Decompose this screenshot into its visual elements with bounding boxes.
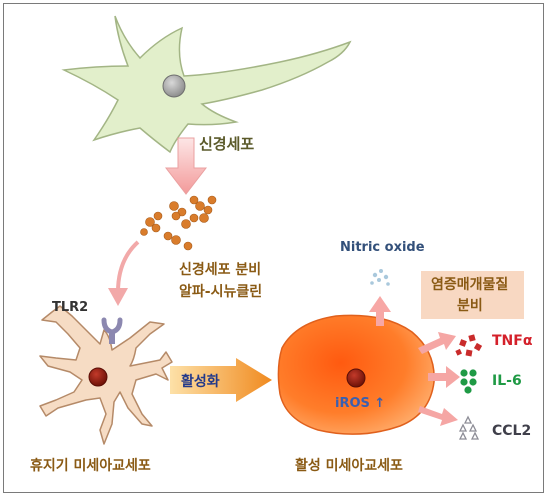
mediator-box bbox=[421, 271, 524, 319]
tnfa-dots bbox=[455, 334, 483, 357]
secreted-label-line2: 알파-시뉴클린 bbox=[179, 284, 263, 300]
il6-label: IL-6 bbox=[492, 373, 522, 389]
increase-arrow-icon: ↑ bbox=[374, 396, 386, 411]
secretion-arrow bbox=[164, 137, 208, 195]
il6-dots bbox=[460, 369, 477, 394]
no-arrow bbox=[369, 296, 391, 326]
alpha-synuclein-dots bbox=[140, 195, 217, 251]
activation-label: 활성화 bbox=[181, 374, 220, 390]
nitric-oxide-label: Nitric oxide bbox=[340, 240, 425, 255]
diagram-frame bbox=[3, 3, 544, 493]
activated-microglia bbox=[277, 314, 435, 435]
neuron-label: 신경세포 bbox=[199, 135, 255, 153]
ccl2-dots bbox=[458, 415, 480, 440]
resting-microglia-label: 휴지기 미세아교세포 bbox=[30, 458, 151, 474]
resting-microglia bbox=[39, 305, 173, 445]
neuron-cell bbox=[61, 15, 352, 154]
mediator-arrows bbox=[418, 332, 460, 426]
mediators-title-line2: 분비 bbox=[457, 298, 483, 314]
uptake-arrow bbox=[108, 240, 140, 306]
activation-arrow bbox=[170, 358, 272, 402]
ccl2-label: CCL2 bbox=[492, 423, 532, 439]
nitric-oxide-dots bbox=[370, 269, 390, 286]
secreted-label-line1: 신경세포 분비 bbox=[179, 262, 262, 278]
mediators-title-line1: 염증매개물질 bbox=[431, 277, 509, 293]
tlr2-label: TLR2 bbox=[52, 300, 89, 315]
iros-label: iROS ↑ bbox=[335, 396, 386, 411]
activated-microglia-label: 활성 미세아교세포 bbox=[295, 458, 403, 474]
tlr2-receptor bbox=[101, 317, 123, 344]
tnfa-label: TNFα bbox=[492, 333, 533, 349]
